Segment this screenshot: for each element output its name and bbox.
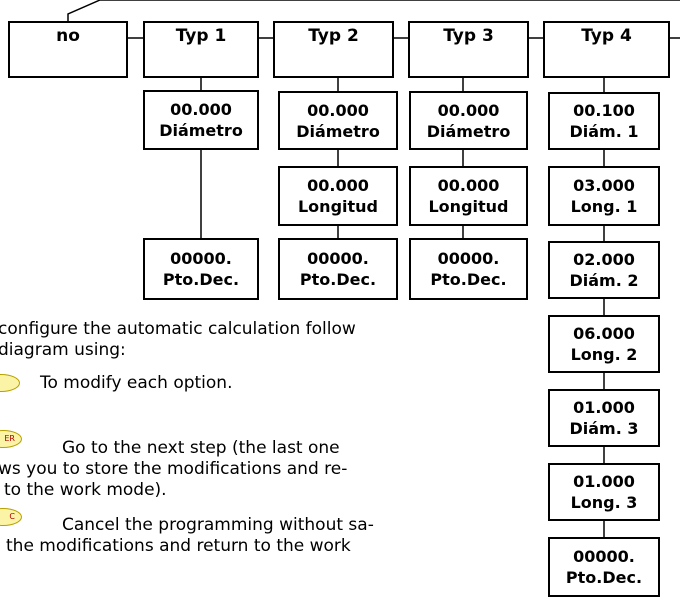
- option-typ2-box: Typ 2: [273, 21, 394, 78]
- label: Longitud: [428, 197, 509, 216]
- label: Pto.Dec.: [565, 568, 643, 587]
- item-modify-text: To modify each option.: [40, 373, 233, 393]
- typ2-diameter-box: 00.000 Diámetro: [278, 91, 398, 150]
- option-label: Typ 2: [308, 26, 359, 46]
- option-label: no: [56, 26, 80, 46]
- item-cancel-line-2: the modifications and return to the work: [6, 536, 351, 556]
- value: 02.000: [573, 250, 635, 269]
- value: 00.000: [437, 100, 500, 120]
- option-typ3-box: Typ 3: [408, 21, 529, 78]
- label: Pto.Dec.: [430, 270, 507, 289]
- typ1-decimal-box: 00000. Pto.Dec.: [143, 238, 259, 300]
- option-no-box: no: [8, 21, 128, 78]
- intro-line-2: diagram using:: [0, 340, 126, 360]
- value: 01.000: [573, 398, 635, 417]
- label: Diám. 2: [569, 271, 639, 290]
- typ1-diameter-box: 00.000 Diámetro: [143, 90, 259, 150]
- typ4-long1-box: 03.000 Long. 1: [548, 166, 660, 226]
- option-label: Typ 4: [581, 26, 632, 46]
- value: 00.000: [170, 100, 232, 119]
- enter-key-label: ER: [4, 434, 15, 443]
- typ4-diam3-box: 01.000 Diám. 3: [548, 389, 660, 447]
- label: Long. 2: [570, 345, 638, 364]
- typ4-diam2-box: 02.000 Diám. 2: [548, 241, 660, 299]
- value: 00.000: [307, 176, 369, 195]
- item-next-line-1: Go to the next step (the last one: [62, 438, 340, 458]
- value: 00.000: [437, 176, 500, 195]
- label: Diámetro: [426, 121, 511, 141]
- value: 00.000: [307, 100, 369, 120]
- value: 00000.: [437, 249, 500, 268]
- label: Diámetro: [296, 121, 380, 141]
- option-typ1-box: Typ 1: [143, 21, 259, 78]
- label: Longitud: [297, 197, 378, 216]
- esc-key-label: C: [9, 512, 15, 521]
- typ3-decimal-box: 00000. Pto.Dec.: [409, 238, 528, 300]
- item-next-line-2: ws you to store the modifications and re…: [0, 459, 348, 479]
- option-typ4-box: Typ 4: [543, 21, 670, 78]
- label: Diámetro: [159, 121, 243, 140]
- item-cancel-line-1: Cancel the programming without sa-: [62, 515, 374, 535]
- typ4-long2-box: 06.000 Long. 2: [548, 315, 660, 373]
- value: 00000.: [573, 547, 635, 566]
- typ2-decimal-box: 00000. Pto.Dec.: [278, 238, 398, 300]
- typ3-length-box: 00.000 Longitud: [409, 166, 528, 226]
- option-label: Typ 1: [175, 26, 227, 46]
- intro-line-1: configure the automatic calculation foll…: [0, 319, 356, 339]
- value: 01.000: [573, 472, 635, 491]
- value: 06.000: [573, 324, 635, 343]
- label: Diám. 1: [569, 122, 639, 141]
- value: 03.000: [573, 176, 635, 195]
- value: 00.100: [573, 101, 635, 120]
- item-next-line-3: to the work mode).: [4, 480, 167, 500]
- label: Long. 1: [570, 197, 638, 216]
- label: Pto.Dec.: [299, 270, 377, 289]
- typ4-long3-box: 01.000 Long. 3: [548, 463, 660, 521]
- value: 00000.: [307, 249, 369, 268]
- typ2-length-box: 00.000 Longitud: [278, 166, 398, 226]
- typ4-diam1-box: 00.100 Diám. 1: [548, 92, 660, 150]
- typ4-decimal-box: 00000. Pto.Dec.: [548, 537, 660, 597]
- option-label: Typ 3: [443, 26, 494, 46]
- typ3-diameter-box: 00.000 Diámetro: [409, 91, 528, 150]
- label: Pto.Dec.: [162, 270, 240, 289]
- label: Diám. 3: [569, 419, 639, 438]
- value: 00000.: [170, 249, 232, 268]
- label: Long. 3: [570, 493, 638, 512]
